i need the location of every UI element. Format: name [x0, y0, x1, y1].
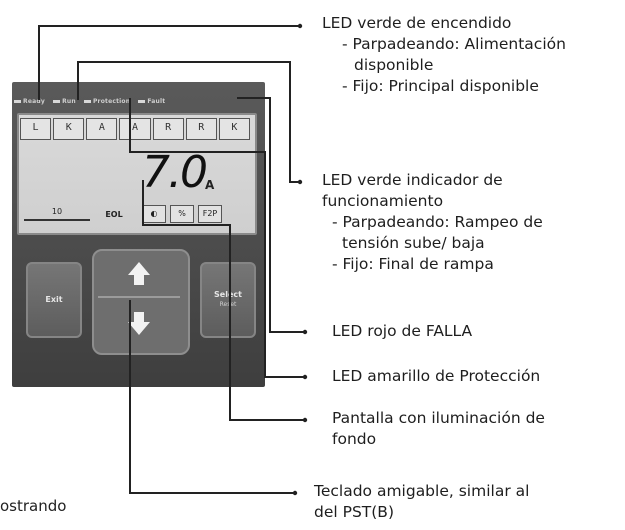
down-arrow-stem	[134, 312, 144, 322]
callout-fault-led: LED rojo de FALLA	[332, 321, 472, 342]
leader-line-fault-led	[237, 97, 305, 333]
callout-display: Pantalla con iluminación de fondo	[332, 408, 545, 450]
callout-line: - Fijo: Final de rampa	[332, 255, 494, 273]
leader-line-protection-led	[129, 98, 305, 378]
callout-title: LED rojo de FALLA	[332, 322, 473, 340]
protection-led	[83, 100, 91, 103]
callout-dot	[297, 179, 303, 185]
callout-protection-led: LED amarillo de Protección	[332, 366, 540, 387]
display-value: 7.0	[142, 147, 208, 198]
up-arrow-icon[interactable]	[128, 262, 150, 275]
callout-run-led: LED verde indicador de funcionamiento - …	[322, 170, 543, 275]
up-arrow-stem	[134, 275, 144, 285]
f2p-tag: F2P	[198, 205, 222, 223]
display-unit: A	[205, 178, 215, 192]
status-led-row: Ready Run Protection Fault	[14, 98, 171, 105]
callout-title: LED amarillo de Protección	[332, 367, 541, 385]
reset-label: Reset	[219, 301, 237, 308]
callout-title: Pantalla con iluminación de	[332, 409, 545, 427]
ready-led	[14, 100, 21, 103]
down-arrow-icon[interactable]	[128, 322, 150, 335]
select-button[interactable]: Select Reset	[200, 262, 256, 338]
display-icon: A	[86, 118, 118, 140]
callout-dot	[302, 329, 308, 335]
display-bottom-row: 10 EOL ◐ % F2P	[24, 204, 248, 224]
navpad-divider	[98, 296, 180, 298]
run-led-label: Run	[62, 98, 76, 105]
callout-keypad: Teclado amigable, similar al del PST(B)	[314, 481, 529, 523]
display-icon: K	[218, 118, 250, 140]
leader-line-power-led	[38, 25, 300, 100]
callout-title: Teclado amigable, similar al	[314, 482, 530, 500]
leader-line-run-led	[77, 61, 300, 183]
ready-led-label: Ready	[23, 98, 45, 105]
display-icon: A	[119, 118, 151, 140]
callout-line: del PST(B)	[314, 503, 394, 521]
callout-title: LED verde indicador de	[322, 171, 503, 189]
callout-dot	[302, 374, 308, 380]
callout-line: - Fijo: Principal disponible	[342, 77, 539, 95]
select-label: Select	[214, 290, 242, 299]
leader-line-keypad	[129, 300, 295, 494]
fault-led-label: Fault	[147, 98, 166, 105]
display-icon: L	[20, 118, 52, 140]
caption-fragment: ostrando	[0, 497, 67, 515]
callout-line: fondo	[332, 430, 377, 448]
bottom-left-value: 10	[24, 207, 90, 221]
display-icon: K	[53, 118, 85, 140]
callout-line: tensión sube/ baja	[342, 234, 485, 252]
callout-line: funcionamiento	[322, 192, 444, 210]
callout-power-led: LED verde de encendido - Parpadeando: Al…	[322, 13, 566, 97]
display-icon: R	[152, 118, 184, 140]
exit-button[interactable]: Exit	[26, 262, 82, 338]
run-led	[53, 100, 61, 103]
callout-dot	[297, 23, 303, 29]
callout-dot	[292, 490, 298, 496]
callout-dot	[302, 417, 308, 423]
percent-icon: %	[170, 205, 194, 223]
callout-title: LED verde de encendido	[322, 14, 512, 32]
callout-line: - Parpadeando: Alimentación	[342, 35, 566, 53]
protection-led-label: Protection	[92, 98, 131, 105]
display-icon-row: L K A A R R K	[20, 118, 250, 140]
fault-led	[138, 100, 146, 103]
motor-icon: ◐	[142, 205, 166, 223]
callout-line: disponible	[354, 56, 434, 74]
callout-line: - Parpadeando: Rampeo de	[332, 213, 543, 231]
display-icon: R	[185, 118, 217, 140]
eol-tag: EOL	[105, 209, 123, 219]
leader-line-display	[142, 180, 305, 421]
